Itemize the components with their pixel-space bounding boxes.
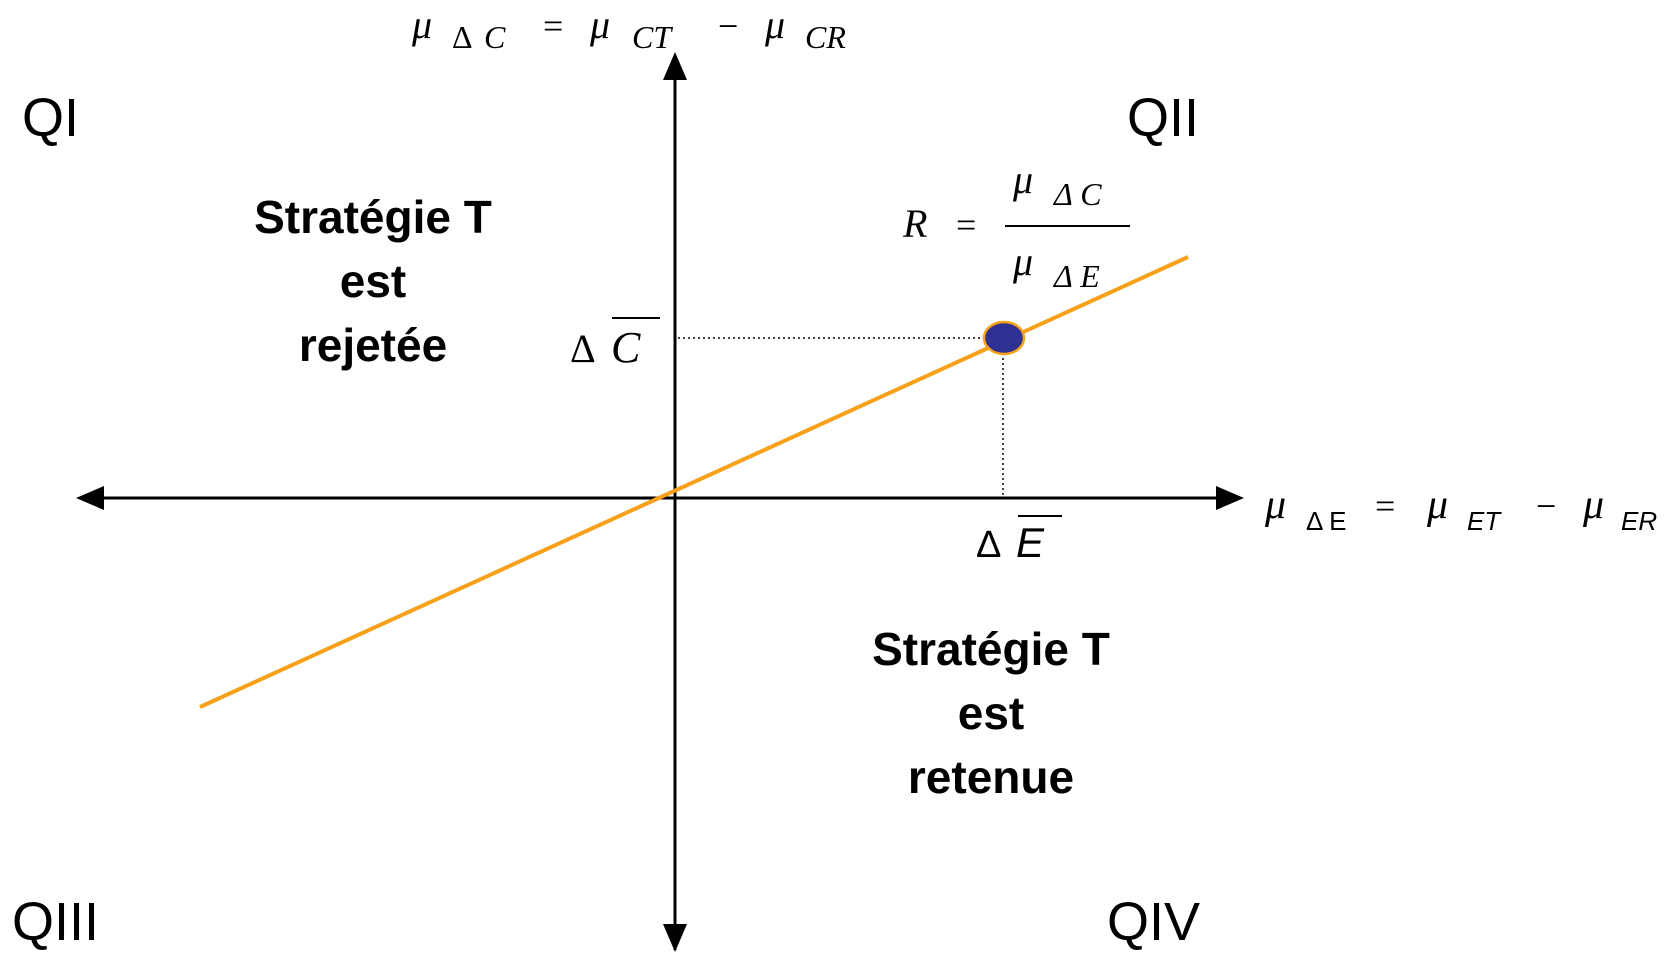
- svg-text:Δ E: Δ E: [1306, 506, 1347, 536]
- svg-text:μ: μ: [589, 2, 610, 47]
- svg-text:Δ: Δ: [452, 19, 473, 55]
- svg-text:C: C: [484, 19, 506, 55]
- x-axis-left-arrow: [76, 486, 104, 510]
- quadrant-label-q4: QIV: [1107, 892, 1200, 952]
- svg-text:=: =: [956, 205, 976, 245]
- svg-text:Δ E: Δ E: [1052, 258, 1100, 294]
- y-axis-label: μ Δ C = μ CT − μ CR: [411, 2, 846, 55]
- ratio-label: R = μ Δ C μ Δ E: [902, 157, 1130, 294]
- quadrant-label-q1: QI: [22, 88, 79, 148]
- rejected-line-1: Stratégie T: [254, 191, 492, 243]
- delta-c-mean-label: Δ C: [570, 317, 660, 372]
- svg-text:ER: ER: [1621, 506, 1657, 536]
- svg-text:R: R: [902, 201, 927, 246]
- svg-text:μ: μ: [1426, 482, 1448, 528]
- svg-text:=: =: [543, 6, 563, 46]
- svg-text:CT: CT: [632, 19, 673, 55]
- svg-text:μ: μ: [1264, 482, 1286, 528]
- svg-text:E: E: [1016, 519, 1045, 566]
- rejected-line-2: est: [340, 255, 406, 307]
- delta-e-mean-label: Δ E: [976, 515, 1062, 566]
- y-axis-bottom-arrow: [663, 924, 687, 952]
- svg-text:ET: ET: [1467, 506, 1502, 536]
- svg-text:−: −: [1536, 486, 1556, 526]
- svg-text:Δ: Δ: [976, 524, 1001, 566]
- quadrant-label-q3: QIII: [12, 892, 99, 952]
- svg-text:=: =: [1375, 486, 1395, 526]
- retained-line-1: Stratégie T: [872, 623, 1110, 675]
- retained-line-2: est: [958, 687, 1024, 739]
- svg-text:Δ C: Δ C: [1052, 176, 1102, 212]
- retained-line-3: retenue: [908, 751, 1074, 803]
- x-axis-label: μ Δ E = μ ET − μ ER: [1264, 482, 1657, 536]
- x-axis-right-arrow: [1216, 486, 1244, 510]
- svg-text:CR: CR: [805, 19, 846, 55]
- y-axis-top-arrow: [663, 52, 687, 80]
- quadrant-label-q2: QII: [1127, 88, 1199, 148]
- svg-text:C: C: [611, 323, 641, 372]
- rejected-line-3: rejetée: [299, 319, 447, 371]
- mean-point: [982, 320, 1026, 356]
- svg-text:μ: μ: [764, 2, 785, 47]
- svg-text:−: −: [718, 6, 738, 46]
- svg-text:Δ: Δ: [570, 326, 596, 371]
- svg-text:μ: μ: [411, 2, 432, 47]
- svg-text:μ: μ: [1582, 482, 1604, 528]
- svg-text:μ: μ: [1012, 157, 1033, 202]
- svg-text:μ: μ: [1012, 239, 1033, 284]
